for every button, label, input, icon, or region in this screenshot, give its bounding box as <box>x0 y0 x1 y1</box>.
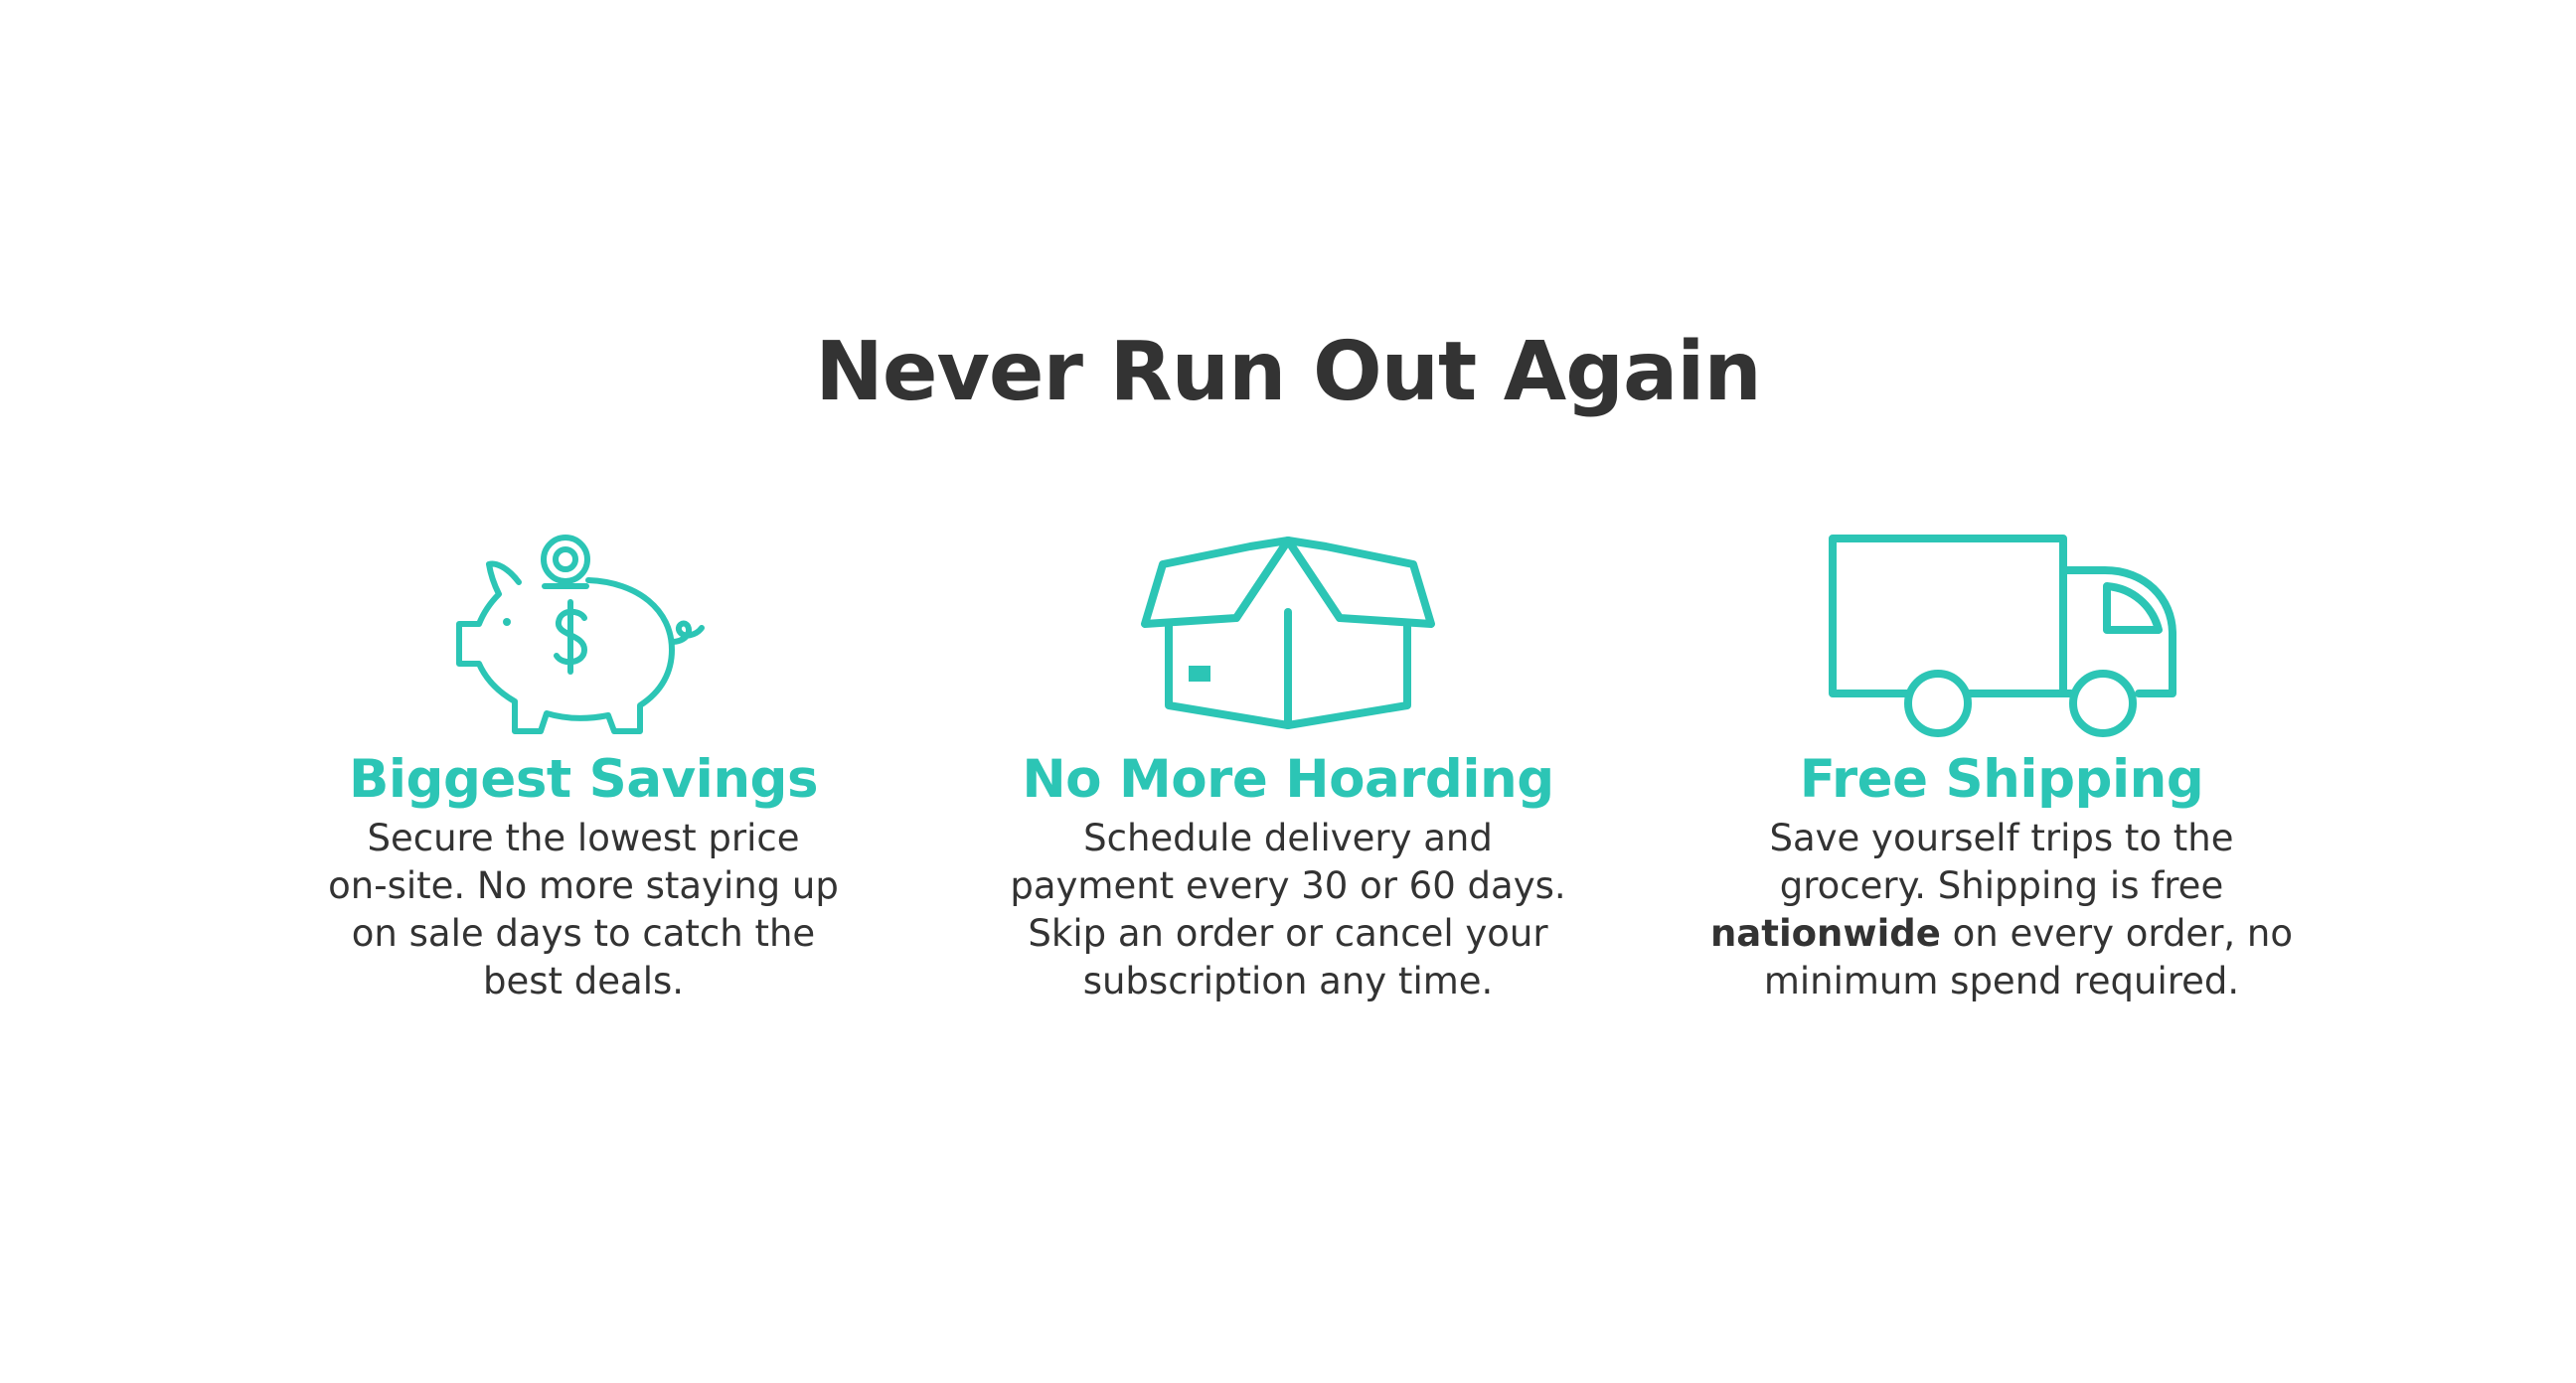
delivery-truck-icon <box>1829 535 2176 737</box>
description-line: payment every 30 or 60 days. <box>1010 864 1566 907</box>
feature-no-more-hoarding: No More Hoarding Schedule delivery and p… <box>940 527 1636 1005</box>
feature-free-shipping: Free Shipping Save yourself trips to the… <box>1654 527 2349 1005</box>
description-line-rest: on every order, no <box>1940 912 2294 955</box>
description-line: on-site. No more staying up <box>328 864 839 907</box>
feature-title: Free Shipping <box>1799 749 2204 810</box>
description-line: nationwide on every order, no <box>1654 910 2349 958</box>
piggy-bank-icon <box>456 535 705 734</box>
description-line: Secure the lowest price <box>367 817 800 859</box>
description-line: best deals. <box>482 960 685 1002</box>
feature-biggest-savings: Biggest Savings Secure the lowest price … <box>236 527 931 1005</box>
feature-title: Biggest Savings <box>348 749 819 810</box>
feature-title: No More Hoarding <box>1022 749 1554 810</box>
description-line: grocery. Shipping is free <box>1779 864 2224 907</box>
description-line: Skip an order or cancel your <box>1028 912 1548 955</box>
page-title: Never Run Out Again <box>815 325 1762 419</box>
description-line: Schedule delivery and <box>1083 817 1493 859</box>
nationwide-emphasis: nationwide <box>1709 912 1941 955</box>
feature-description: Save yourself trips to the grocery. Ship… <box>1654 815 2349 1005</box>
description-line: subscription any time. <box>1082 960 1494 1002</box>
description-line: on sale days to catch the <box>351 912 816 955</box>
description-line: Save yourself trips to the <box>1769 817 2234 859</box>
feature-description: Secure the lowest price on-site. No more… <box>236 815 931 1005</box>
feature-description: Schedule delivery and payment every 30 o… <box>940 815 1636 1005</box>
description-line: minimum spend required. <box>1763 960 2240 1002</box>
open-box-icon <box>1141 537 1435 729</box>
